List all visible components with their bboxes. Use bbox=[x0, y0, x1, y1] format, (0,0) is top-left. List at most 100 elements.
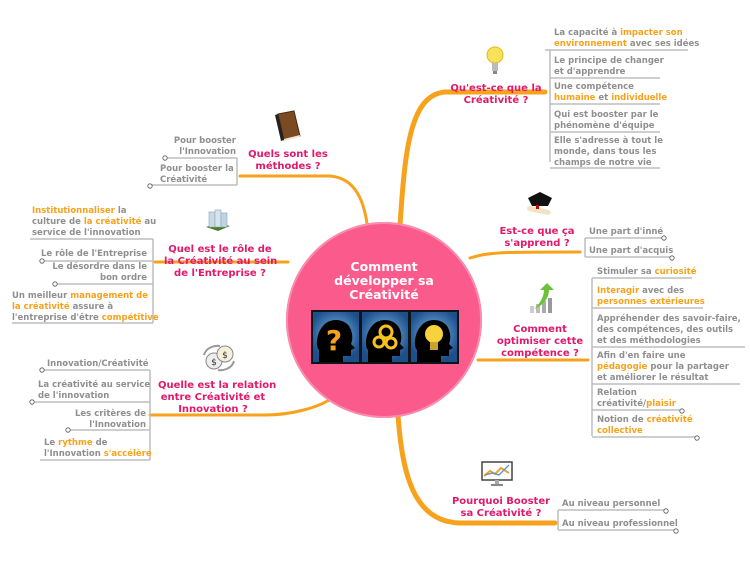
graduation-cap-icon bbox=[525, 190, 555, 218]
leaf-text: Une part d'inné bbox=[589, 227, 664, 237]
leaf-highlight-text: la créativité bbox=[83, 217, 142, 227]
leaf-text: La créativité au service bbox=[38, 380, 151, 390]
leaf-highlight-text: rythme bbox=[58, 438, 93, 448]
three-heads-image: ? bbox=[311, 310, 459, 364]
leaf-text: et améliorer le résultat bbox=[597, 373, 709, 383]
leaf-item[interactable]: Stimuler sa curiosité bbox=[597, 267, 696, 278]
leaf-text: La capacité à bbox=[554, 28, 621, 38]
leaf-text: Qui est booster par le bbox=[554, 110, 659, 120]
leaf-highlight-text: plaisir bbox=[646, 399, 676, 409]
central-topic-node[interactable]: Comment développer sa Créativité ? bbox=[286, 222, 482, 418]
leaf-highlight-text: environnement bbox=[554, 39, 627, 49]
branch-title-methodes[interactable]: Quels sont les méthodes ? bbox=[248, 149, 328, 172]
leaf-highlight-text: Institutionnaliser bbox=[32, 206, 115, 216]
leaf-text: Créativité bbox=[160, 175, 208, 185]
leaf-item[interactable]: Une part d'inné bbox=[589, 227, 663, 238]
leaf-highlight-text: impacter son bbox=[620, 28, 683, 38]
branch-title-pourquoi[interactable]: Pourquoi Booster sa Créativité ? bbox=[451, 496, 551, 519]
leaf-highlight-text: compétitive bbox=[101, 313, 159, 323]
leaf-text: des compétences, des outils bbox=[597, 325, 734, 335]
leaf-text: Une part d'acquis bbox=[589, 246, 674, 256]
connector-pourquoi bbox=[395, 412, 558, 526]
leaf-text: champs de notre vie bbox=[554, 158, 652, 168]
leaf-text: Les critères de bbox=[75, 409, 146, 419]
leaf-text: créativité/ bbox=[597, 399, 647, 409]
leaf-text: assure à bbox=[69, 302, 114, 312]
leaf-text: Afin d'en faire une bbox=[597, 351, 686, 361]
svg-text:$: $ bbox=[222, 351, 228, 361]
leaf-highlight-text: humaine bbox=[554, 93, 596, 103]
leaf-item[interactable]: Au niveau professionnel bbox=[562, 519, 678, 530]
lightbulb-icon bbox=[485, 45, 505, 77]
leaf-text: Le désordre dans le bbox=[52, 262, 147, 272]
leaf-text: l'Innovation bbox=[89, 420, 146, 430]
leaf-highlight-text: s'accélère bbox=[103, 449, 152, 459]
leaf-highlight-text: Interagir bbox=[597, 286, 640, 296]
leaf-text: Le principe de changer bbox=[554, 56, 664, 66]
leaf-text: et des méthodologies bbox=[597, 336, 701, 346]
buildings-icon bbox=[205, 208, 231, 232]
book-icon bbox=[274, 110, 302, 142]
leaf-highlight-text: personnes extérieures bbox=[597, 297, 705, 307]
leaf-highlight-text: pédagogie bbox=[597, 362, 648, 372]
leaf-highlight-text: collective bbox=[597, 426, 643, 436]
leaf-text: service de l'innovation bbox=[32, 228, 141, 238]
leaf-text: Stimuler sa bbox=[597, 267, 655, 277]
branch-title-apprend[interactable]: Est-ce que ça s'apprend ? bbox=[499, 226, 575, 249]
leaf-text: Au niveau personnel bbox=[562, 499, 661, 509]
branch-title-entreprise[interactable]: Quel est le rôle de la Créativité au sei… bbox=[164, 244, 278, 279]
leaf-item[interactable]: Au niveau personnel bbox=[562, 499, 660, 510]
leaf-item[interactable]: Innovation/Créativité bbox=[47, 359, 149, 370]
leaf-item[interactable]: Une part d'acquis bbox=[589, 246, 673, 257]
leaf-text: Elle s'adresse à tout le bbox=[554, 136, 663, 146]
leaf-text: Notion de bbox=[597, 415, 647, 425]
branch-title-quest-ce[interactable]: Qu'est-ce que la Créativité ? bbox=[450, 83, 542, 106]
leaf-highlight-text: créativité bbox=[646, 415, 693, 425]
leaf-text: Une compétence bbox=[554, 82, 634, 92]
leaf-text: Un meilleur bbox=[12, 291, 71, 301]
central-topic-title: Comment développer sa Créativité bbox=[334, 259, 434, 302]
connector-quest-ce bbox=[397, 89, 548, 228]
leaf-item[interactable]: Appréhender des savoir-faire,des compéte… bbox=[597, 314, 741, 347]
leaf-text: bon ordre bbox=[99, 273, 147, 283]
leaf-text: et bbox=[595, 93, 612, 103]
leaf-text: culture de bbox=[32, 217, 84, 227]
leaf-text: l'Innovation bbox=[44, 449, 104, 459]
leaf-text: Relation bbox=[597, 388, 637, 398]
leaf-text: avec ses idées bbox=[626, 39, 700, 49]
leaf-highlight-text: management de bbox=[70, 291, 149, 301]
leaf-highlight-text: individuelle bbox=[611, 93, 668, 103]
leaf-item[interactable]: Le rôle de l'Entreprise bbox=[41, 249, 147, 260]
branch-title-relation[interactable]: Quelle est la relation entre Créativité … bbox=[158, 380, 277, 415]
leaf-text: et d'apprendre bbox=[554, 67, 626, 77]
leaf-highlight-text: curiosité bbox=[654, 267, 697, 277]
leaf-text: au bbox=[141, 217, 157, 227]
connector-apprend bbox=[468, 250, 582, 260]
leaf-text: de bbox=[92, 438, 108, 448]
leaf-text: Pour booster bbox=[173, 136, 236, 146]
branch-title-optimiser[interactable]: Comment optimiser cette compétence ? bbox=[496, 324, 584, 359]
gears-head-icon bbox=[362, 312, 408, 362]
leaf-text: Appréhender des savoir-faire, bbox=[597, 314, 741, 324]
connector-methodes bbox=[238, 174, 370, 234]
leaf-text: monde, dans tous les bbox=[554, 147, 657, 157]
exchange-arrows-icon: $$ bbox=[200, 343, 238, 373]
